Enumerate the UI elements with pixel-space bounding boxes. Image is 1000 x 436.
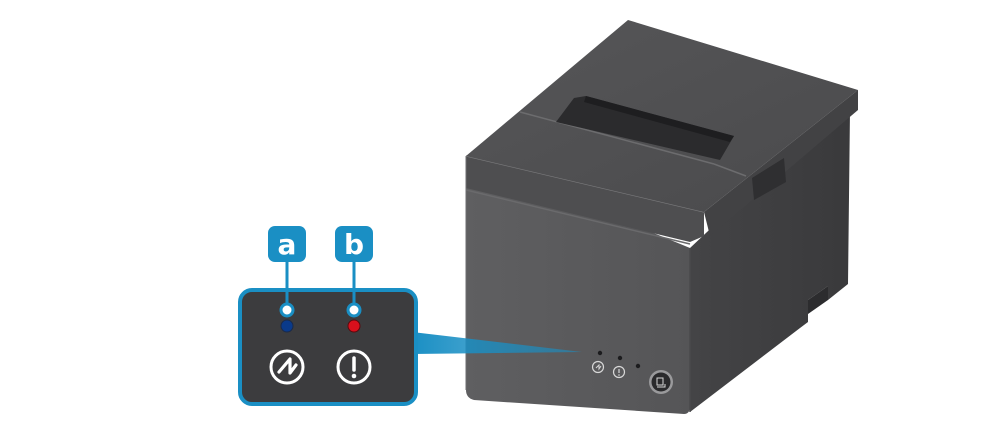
zoom-connector [412, 332, 582, 354]
feed-button-icon [656, 377, 666, 388]
callout-b-badge [335, 226, 373, 262]
callout-a-badge [268, 226, 306, 262]
printer-side [690, 90, 858, 412]
power-led [280, 319, 294, 333]
front-control-panel [591, 350, 673, 394]
callout-a: a [268, 226, 306, 385]
printer [465, 20, 858, 414]
feed-button[interactable] [649, 370, 673, 394]
callout-b-label: b [344, 228, 364, 261]
power-led-small [597, 350, 603, 356]
power-icon [591, 360, 605, 374]
error-led [347, 319, 361, 333]
callout-b: b [335, 226, 373, 385]
error-icon [336, 349, 372, 385]
zoomed-indicator-panel: a b [238, 226, 418, 406]
paper-slot [556, 96, 734, 160]
power-icon [269, 349, 305, 385]
callout-a-label: a [278, 228, 297, 261]
indicator-led-small [635, 363, 641, 369]
error-led-small [617, 355, 623, 361]
printer-top-cover [466, 20, 858, 212]
error-icon [612, 365, 626, 379]
